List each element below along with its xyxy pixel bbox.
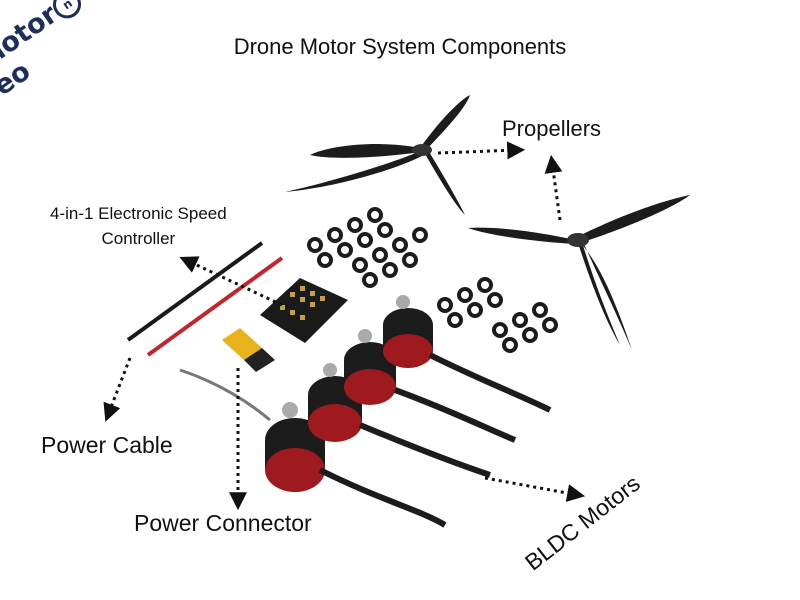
bldc-motors-part	[265, 295, 552, 528]
diagram-title: Drone Motor System Components	[233, 34, 567, 59]
power-connector-part	[179, 328, 275, 422]
black-power-wire	[126, 241, 264, 342]
red-power-wire	[146, 256, 284, 357]
arrow-propellers-2	[544, 154, 563, 221]
label-esc: 4-in-1 Electronic Speed Controller	[50, 201, 227, 251]
esc-board	[260, 278, 348, 343]
label-power-connector: Power Connector	[134, 510, 312, 536]
propeller-bottom	[468, 195, 690, 350]
label-propellers: Propellers	[502, 116, 602, 141]
arrow-bldc-motors	[484, 476, 586, 502]
mounting-hardware	[307, 207, 558, 353]
arrow-propellers-1	[437, 141, 526, 160]
label-power-cable: Power Cable	[41, 432, 173, 458]
propeller-top	[285, 95, 470, 215]
arrow-power-cable	[103, 357, 132, 422]
label-esc-line1: 4-in-1 Electronic Speed	[50, 204, 227, 223]
label-esc-line2: Controller	[101, 229, 176, 248]
